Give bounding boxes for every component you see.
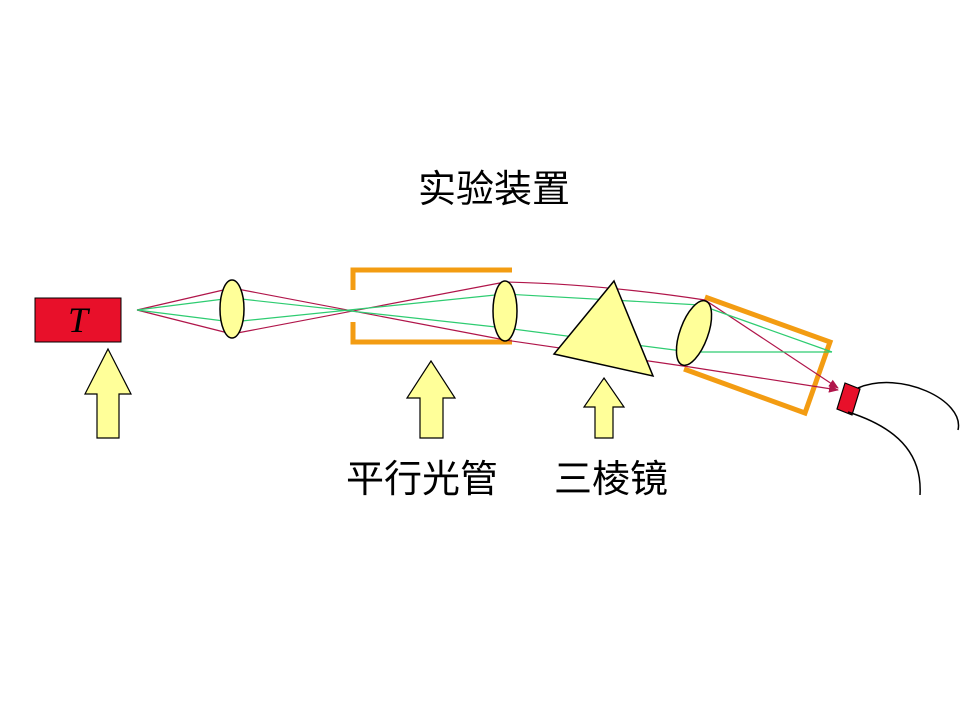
arrow-collimator	[405, 359, 457, 439]
collimator-label: 平行光管	[346, 457, 499, 501]
prism-triangle	[552, 279, 655, 378]
prism-label: 三棱镜	[554, 457, 669, 501]
detector-block	[836, 382, 861, 416]
detector-cable-2	[847, 411, 921, 496]
detector-cable	[857, 381, 960, 431]
arrow-prism	[582, 376, 626, 439]
lens-2	[492, 280, 518, 342]
source-label: T	[67, 300, 89, 340]
light-source-box	[34, 297, 122, 343]
arrow-source	[84, 347, 132, 439]
light-rays-green	[136, 293, 833, 353]
telescope-tube	[683, 294, 834, 417]
collimator-tube	[350, 267, 512, 345]
lens-1	[219, 279, 245, 339]
diagram-title: 实验装置	[418, 167, 571, 211]
lens-3	[675, 299, 713, 367]
